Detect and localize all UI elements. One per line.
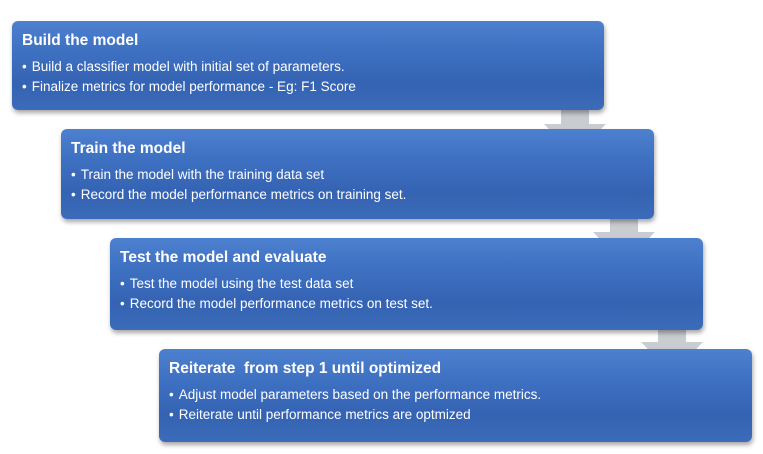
bullet-icon: • xyxy=(22,79,27,94)
step-bullet-list: • Build a classifier model with initial s… xyxy=(22,57,592,97)
step-title: Reiterate from step 1 until optimized xyxy=(169,360,442,377)
step-train-model: Train the model • Train the model with th… xyxy=(61,129,654,219)
step-bullet-text: Finalize metrics for model performance -… xyxy=(31,79,356,94)
step-title: Train the model xyxy=(71,140,186,157)
bullet-icon: • xyxy=(71,187,76,202)
step-bullet-list: • Train the model with the training data … xyxy=(71,165,642,205)
step-bullet: • Record the model performance metrics on… xyxy=(71,185,642,205)
step-bullet: • Adjust model parameters based on the pe… xyxy=(169,385,740,405)
step-bullet-text: Record the model performance metrics on … xyxy=(80,187,407,202)
step-bullet-text: Build a classifier model with initial se… xyxy=(31,59,345,74)
step-bullet: • Record the model performance metrics on… xyxy=(120,294,691,314)
step-bullet-text: Record the model performance metrics on … xyxy=(129,296,433,311)
step-bullet-text: Test the model using the test data set xyxy=(129,276,354,291)
step-bullet: • Build a classifier model with initial s… xyxy=(22,57,592,77)
step-bullet: • Reiterate until performance metrics are… xyxy=(169,405,740,425)
step-test-evaluate: Test the model and evaluate • Test the mo… xyxy=(110,238,703,330)
step-title: Test the model and evaluate xyxy=(120,249,327,266)
step-build-model: Build the model • Build a classifier mode… xyxy=(12,21,604,110)
bullet-icon: • xyxy=(120,296,125,311)
bullet-icon: • xyxy=(169,407,174,422)
step-bullet: • Train the model with the training data … xyxy=(71,165,642,185)
step-bullet-text: Adjust model parameters based on the per… xyxy=(178,387,542,402)
step-title: Build the model xyxy=(22,32,139,49)
bullet-icon: • xyxy=(22,59,27,74)
step-bullet-text: Train the model with the training data s… xyxy=(80,167,325,182)
bullet-icon: • xyxy=(120,276,125,291)
bullet-icon: • xyxy=(169,387,174,402)
step-bullet: • Test the model using the test data set xyxy=(120,274,691,294)
bullet-icon: • xyxy=(71,167,76,182)
step-reiterate: Reiterate from step 1 until optimized • A… xyxy=(159,349,752,442)
step-bullet-list: • Adjust model parameters based on the pe… xyxy=(169,385,740,425)
step-bullet-list: •Test the model using the test data set … xyxy=(120,274,691,314)
step-bullet-text: Reiterate until performance metrics are … xyxy=(178,407,471,422)
step-bullet: • Finalize metrics for model performance … xyxy=(22,77,592,97)
